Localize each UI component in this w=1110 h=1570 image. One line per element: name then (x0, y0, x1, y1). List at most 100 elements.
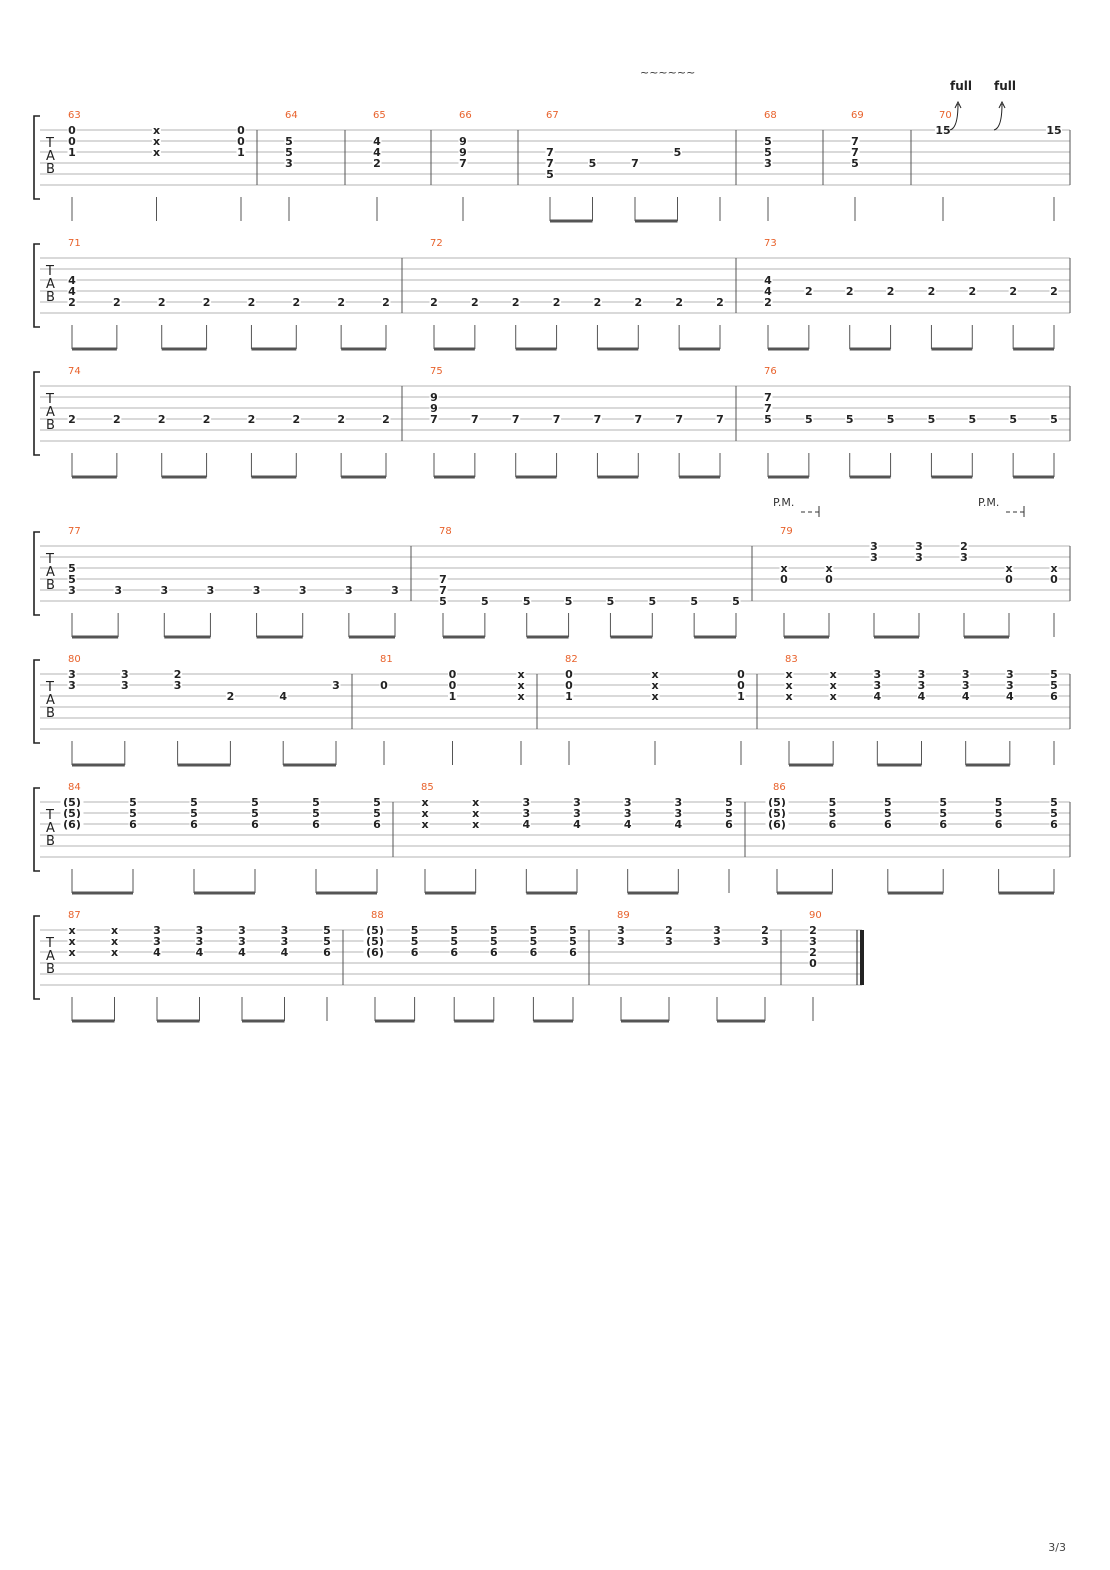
fret-number: 15 (935, 124, 950, 137)
fret-number: 4 (523, 818, 531, 831)
fret-mask (959, 540, 969, 551)
measure-number: 83 (785, 654, 798, 665)
fret-number: 3 (253, 584, 261, 597)
fret-mask (448, 679, 457, 690)
fret-mask (429, 391, 439, 402)
fret-number: 5 (968, 413, 976, 426)
fret-number: 2 (846, 285, 854, 298)
fret-number: 0 (380, 679, 388, 692)
vibrato-marking: ~~~~~~ (640, 66, 695, 79)
fret-mask (568, 924, 578, 935)
fret-number: 3 (761, 935, 769, 948)
fret-mask (471, 796, 481, 807)
fret-number: 2 (928, 285, 936, 298)
fret-number: x (651, 668, 658, 681)
fret-mask (763, 296, 773, 307)
fret-number: 4 (196, 946, 204, 959)
fret-mask (110, 935, 119, 946)
tab-clef-letter: T (45, 392, 54, 407)
fret-number: 3 (617, 924, 625, 937)
fret-mask (883, 818, 893, 829)
fret-number: 2 (809, 924, 817, 937)
fret-mask (250, 818, 260, 829)
fret-mask (246, 296, 256, 307)
fret-number: 6 (373, 818, 381, 831)
measure-number: 67 (546, 110, 559, 121)
fret-number: 6 (490, 946, 498, 959)
fret-mask (522, 595, 532, 606)
system-bracket (33, 915, 40, 1000)
fret-mask (736, 690, 746, 701)
fret-mask (712, 935, 722, 946)
fret-number: 2 (809, 946, 817, 959)
fret-mask (926, 285, 936, 296)
fret-number: 6 (251, 818, 259, 831)
fret-number: x (68, 946, 75, 959)
fret-number: 2 (716, 296, 724, 309)
tab-clef-letter: T (45, 680, 54, 695)
fret-mask (60, 818, 84, 829)
fret-mask (736, 679, 746, 690)
tab-clef-letter: A (46, 693, 55, 708)
fret-number: 5 (68, 562, 76, 575)
fret-mask (489, 935, 499, 946)
fret-mask (886, 413, 896, 424)
measure-number: 81 (380, 654, 393, 665)
fret-mask (623, 818, 633, 829)
fret-number: 3 (915, 551, 923, 564)
fret-mask (420, 818, 430, 829)
fret-number: 3 (121, 668, 129, 681)
fret-number: 6 (1050, 690, 1058, 703)
fret-mask (67, 584, 77, 595)
fret-number: 5 (481, 595, 489, 608)
fret-number: 6 (829, 818, 837, 831)
fret-number: x (830, 690, 837, 703)
fret-number: 7 (764, 402, 772, 415)
fret-mask (311, 807, 321, 818)
fret-mask (67, 124, 77, 135)
tab-clef-letter: B (46, 578, 55, 593)
fret-mask (827, 807, 837, 818)
fret-mask (449, 924, 459, 935)
fret-number: 6 (569, 946, 577, 959)
fret-mask (763, 146, 773, 157)
fret-mask (572, 818, 582, 829)
fret-mask (1008, 285, 1018, 296)
tab-clef-letter: A (46, 277, 55, 292)
fret-mask (284, 157, 294, 168)
fret-mask (568, 935, 578, 946)
fret-mask (390, 584, 400, 595)
fret-mask (246, 413, 256, 424)
fret-mask (883, 807, 893, 818)
fret-number: 3 (391, 584, 399, 597)
fret-mask (763, 402, 773, 413)
fret-mask (784, 679, 794, 690)
fret-number: 7 (764, 391, 772, 404)
fret-number: 3 (870, 540, 878, 553)
fret-number: 3 (915, 540, 923, 553)
fret-mask (173, 668, 183, 679)
fret-number: 1 (737, 690, 745, 703)
fret-mask (869, 540, 879, 551)
fret-number: 5 (373, 796, 381, 809)
fret-number: 5 (312, 807, 320, 820)
fret-number: x (1005, 562, 1012, 575)
fret-number: 3 (665, 935, 673, 948)
fret-mask (372, 146, 382, 157)
tab-clef-letter: B (46, 834, 55, 849)
fret-number: 2 (248, 413, 256, 426)
fret-mask (715, 296, 725, 307)
fret-number: 5 (764, 146, 772, 159)
fret-number: 3 (238, 924, 246, 937)
fret-mask (511, 413, 521, 424)
fret-number: 2 (634, 296, 642, 309)
fret-mask (67, 146, 77, 157)
fret-number: x (153, 124, 160, 137)
fret-mask (410, 946, 420, 957)
fret-number: 7 (553, 413, 561, 426)
fret-mask (568, 946, 578, 957)
fret-mask (410, 924, 420, 935)
